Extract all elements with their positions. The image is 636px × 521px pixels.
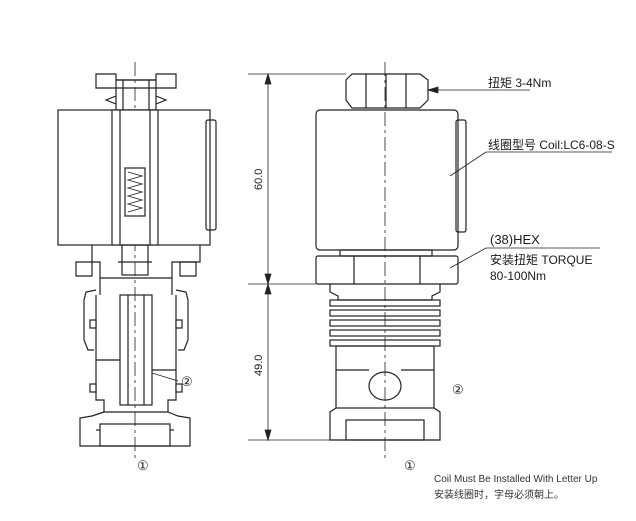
left-port-2-leader — [151, 372, 179, 382]
torque-top-callout: 扭矩 3-4Nm — [488, 76, 551, 90]
hex-torque-callout-line1: 安装扭矩 TORQUE — [490, 252, 592, 267]
right-coil — [315, 109, 459, 251]
external-view — [315, 62, 467, 462]
hex-torque-callout-line2: 80-100Nm — [490, 269, 546, 283]
right-top-nut — [345, 73, 429, 109]
dimension-upper: 60.0 — [253, 169, 265, 190]
left-top-nut — [95, 73, 177, 89]
coil-model-callout: 线圈型号 Coil:LC6-08-S — [488, 138, 615, 152]
sectional-view — [57, 62, 217, 462]
left-top-stem — [115, 79, 157, 111]
left-coil-cap — [205, 119, 217, 231]
left-spool — [119, 294, 153, 406]
right-port-2-label: ② — [452, 382, 464, 397]
left-port-2-label: ② — [181, 374, 193, 389]
left-cartridge-body — [95, 295, 177, 413]
installation-note-chinese: 安装线圈时，字母必须朝上。 — [434, 488, 564, 501]
hex-size-callout: (38)HEX — [490, 232, 540, 247]
right-hex — [315, 255, 459, 285]
left-core-tube — [111, 109, 159, 246]
left-port-1-label: ① — [137, 458, 149, 473]
callout-leaders — [426, 86, 612, 269]
dimension-lines — [248, 72, 346, 442]
dimension-lower: 49.0 — [253, 355, 265, 376]
right-lower-body — [335, 345, 435, 409]
right-coil-cap — [455, 119, 467, 233]
left-spring — [126, 171, 144, 213]
installation-note-english: Coil Must Be Installed With Letter Up — [434, 474, 598, 485]
right-port-1-label: ① — [404, 458, 416, 473]
right-side-port — [368, 371, 402, 401]
